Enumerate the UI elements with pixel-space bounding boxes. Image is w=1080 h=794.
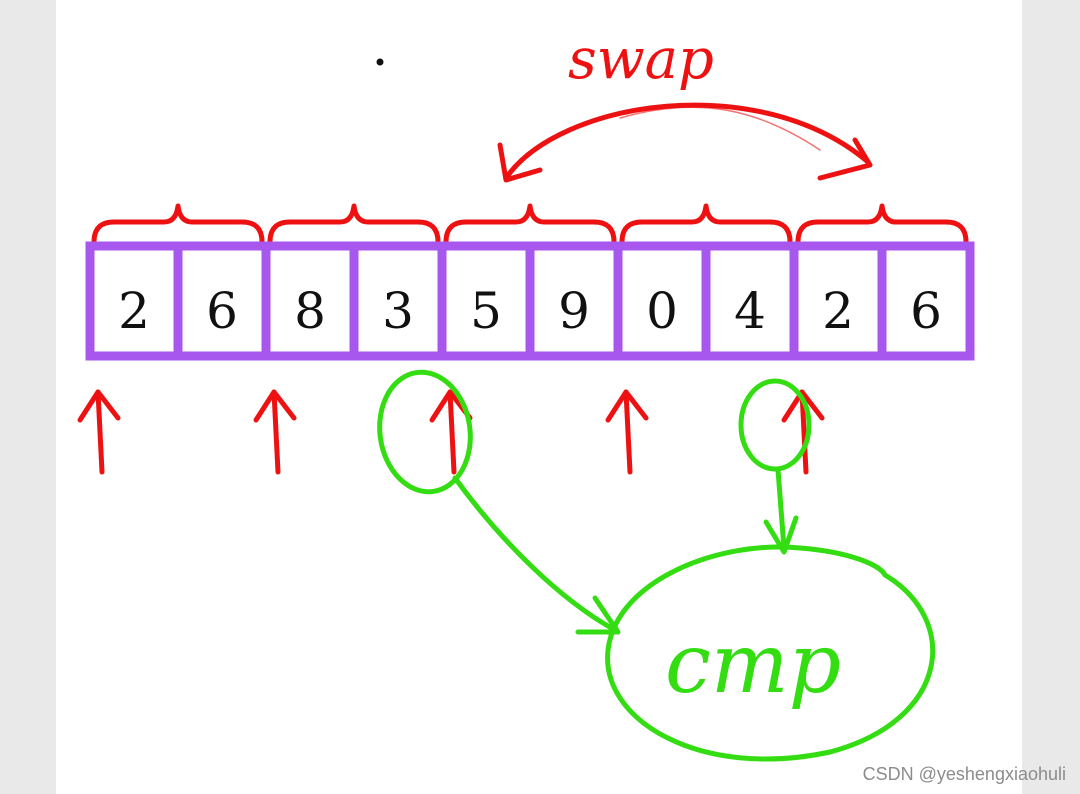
pointer-arrows [77,389,825,475]
compare-annotations [377,369,935,762]
swap-arrowhead-left [497,142,543,183]
array-cell [877,241,975,361]
compare-circle-right [738,378,812,472]
pointer-arrow [95,389,105,475]
pointer-arrow [799,389,809,475]
array-cell-value: 4 [734,282,766,340]
cmp-ellipse [605,544,935,762]
cmp-label: cmp [665,617,841,712]
compare-arrow-left [452,475,618,633]
group-brace [91,203,265,245]
array-cell-value: 3 [382,282,414,340]
watermark: CSDN @yeshengxiaohuli [863,764,1066,784]
swap-arrowhead-right [817,137,873,181]
array-cell-value: 2 [118,282,150,340]
group-brace [795,203,969,245]
swap-label: swap [568,27,714,92]
compare-arrow-right [775,467,787,551]
compare-arrowhead-right [763,515,799,555]
pointer-arrowhead [253,389,297,423]
group-brace [443,203,617,245]
array-cell-value: 5 [470,282,502,340]
array-cell-value: 6 [206,282,238,340]
swap-arrow-stroke-trace [619,106,821,151]
pointer-arrowhead [781,389,825,423]
pointer-arrowhead [605,389,649,423]
swap-arrow-curve [503,102,871,181]
array-cell-value: 2 [822,282,854,340]
swap-arrow [497,102,873,183]
pointer-arrow [623,389,633,475]
group-brace [267,203,441,245]
pointer-arrow [271,389,281,475]
ink-dot [376,58,384,66]
compare-arrowhead-left [575,595,621,635]
array-cell-value: 0 [646,282,678,340]
array-cell-value: 6 [910,282,942,340]
pointer-arrow [447,389,457,475]
array-cell-value: 8 [294,282,326,340]
group-braces [91,203,969,245]
pointer-arrowhead [77,389,121,423]
group-brace [619,203,793,245]
array-cell-value: 9 [558,282,590,340]
whiteboard [56,0,1022,794]
compare-circle-left [377,369,473,495]
